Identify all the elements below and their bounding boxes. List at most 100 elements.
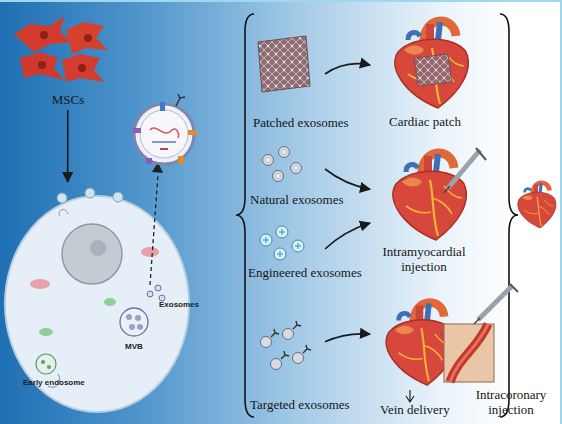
secreting-cell xyxy=(47,365,51,369)
secreting-cell xyxy=(62,224,122,284)
msc-cells xyxy=(84,34,92,42)
heart-vein-delivery xyxy=(478,286,512,320)
node-label: Intracoronary injection xyxy=(466,387,556,417)
exosome-closeup xyxy=(150,128,179,138)
heart-vein-delivery xyxy=(406,390,414,402)
exosome-closeup xyxy=(146,158,152,164)
targeted-exosomes xyxy=(293,345,312,364)
engineered-exosomes xyxy=(276,226,288,238)
secreting-cell xyxy=(104,298,116,306)
exosome-type: Targeted exosomes xyxy=(250,322,325,412)
exosome-closeup xyxy=(178,156,184,164)
targeted-exosomes xyxy=(271,351,290,370)
engineered-exosomes xyxy=(260,234,272,246)
node-label: Cardiac patch xyxy=(380,114,470,129)
secreting-cell: Early endosomeMVBExosomes xyxy=(5,182,195,424)
heart-cardiac-patch xyxy=(395,21,468,108)
secreting-cell xyxy=(126,314,132,320)
secreting-cell xyxy=(5,162,189,412)
msc-cells xyxy=(66,22,108,54)
node-label: Engineered exosomes xyxy=(248,265,378,280)
secreting-cell xyxy=(90,240,106,256)
node-label: MVB xyxy=(125,342,155,351)
delivery-route: Vein deliveryIntracoronary injection xyxy=(370,287,560,422)
msc-cells xyxy=(14,16,108,82)
targeted-exosomes xyxy=(261,321,312,370)
heart-result xyxy=(518,183,556,228)
node-label: Patched exosomes xyxy=(253,115,373,130)
heart-cardiac-patch xyxy=(414,54,452,86)
exosome-type: Patched exosomes xyxy=(250,32,325,132)
engineered-exosomes xyxy=(274,248,286,260)
heart-injection xyxy=(476,148,486,160)
exosome-closeup xyxy=(134,104,194,164)
natural-exosomes xyxy=(273,171,284,182)
msc-cells xyxy=(62,54,104,82)
engineered-exosomes xyxy=(260,226,304,260)
targeted-exosomes xyxy=(283,321,302,340)
msc-cells xyxy=(38,61,46,69)
secreting-cell xyxy=(30,279,50,289)
heart-injection xyxy=(393,153,466,240)
exosome-closeup xyxy=(176,94,185,106)
msc-cells xyxy=(78,64,86,72)
exosome-closeup xyxy=(160,148,168,150)
engineered-exosomes xyxy=(292,240,304,252)
heart-injection xyxy=(444,186,450,193)
secreting-cell xyxy=(120,308,148,336)
secreting-cell xyxy=(85,188,95,198)
delivery-route: Intramyocardial injection xyxy=(370,142,480,277)
secreting-cell xyxy=(155,285,161,291)
secreting-cell xyxy=(147,291,153,297)
targeted-exosomes xyxy=(261,329,280,348)
heart-result xyxy=(518,183,556,228)
flow-arrow xyxy=(325,223,370,249)
natural-exosomes xyxy=(279,147,290,158)
heart-injection xyxy=(393,148,486,240)
exosome-closeup xyxy=(188,130,197,135)
exosome-closeup xyxy=(133,94,197,164)
secreting-cell xyxy=(39,328,53,336)
secreting-cell xyxy=(135,315,141,321)
msc-cells xyxy=(20,52,64,80)
secreting-cell xyxy=(137,324,143,330)
exosome-type: Engineered exosomes xyxy=(250,227,325,282)
node-label: Intramyocardial injection xyxy=(372,244,476,274)
node-label: Exosomes xyxy=(159,300,199,309)
secreting-cell xyxy=(36,354,56,374)
flow-arrow xyxy=(325,169,370,189)
exosome-closeup xyxy=(133,128,141,133)
exosome-closeup xyxy=(160,102,165,111)
msc-cells xyxy=(14,16,72,52)
heart-vein-delivery xyxy=(510,284,518,292)
secreting-cell xyxy=(113,192,123,202)
secreting-cell xyxy=(150,174,158,285)
left-brace xyxy=(236,14,254,417)
secreting-cell xyxy=(41,360,45,364)
exosome-type: Natural exosomes xyxy=(250,147,325,202)
node-label: Vein delivery xyxy=(380,402,470,417)
node-label: Early endosome xyxy=(23,378,93,387)
flow-arrow xyxy=(325,334,370,342)
heart-vein-delivery xyxy=(450,324,488,382)
node-label: MSCs xyxy=(38,92,98,107)
secreting-cell xyxy=(141,247,159,257)
flow-arrow xyxy=(325,64,370,74)
node-label: Natural exosomes xyxy=(250,192,370,207)
heart-injection xyxy=(448,150,480,188)
heart-vein-delivery xyxy=(474,318,480,324)
secreting-cell xyxy=(59,210,68,216)
exosome-closeup xyxy=(152,141,176,143)
natural-exosomes xyxy=(291,163,302,174)
natural-exosomes xyxy=(263,147,302,182)
heart-vein-delivery xyxy=(444,324,494,382)
secreting-cell xyxy=(129,324,135,330)
heart-cardiac-patch xyxy=(395,21,468,108)
cell-cluster: MSCs xyxy=(10,10,115,110)
delivery-route: Cardiac patch xyxy=(370,12,480,130)
natural-exosomes xyxy=(263,155,274,166)
flow-arrow xyxy=(67,110,69,182)
